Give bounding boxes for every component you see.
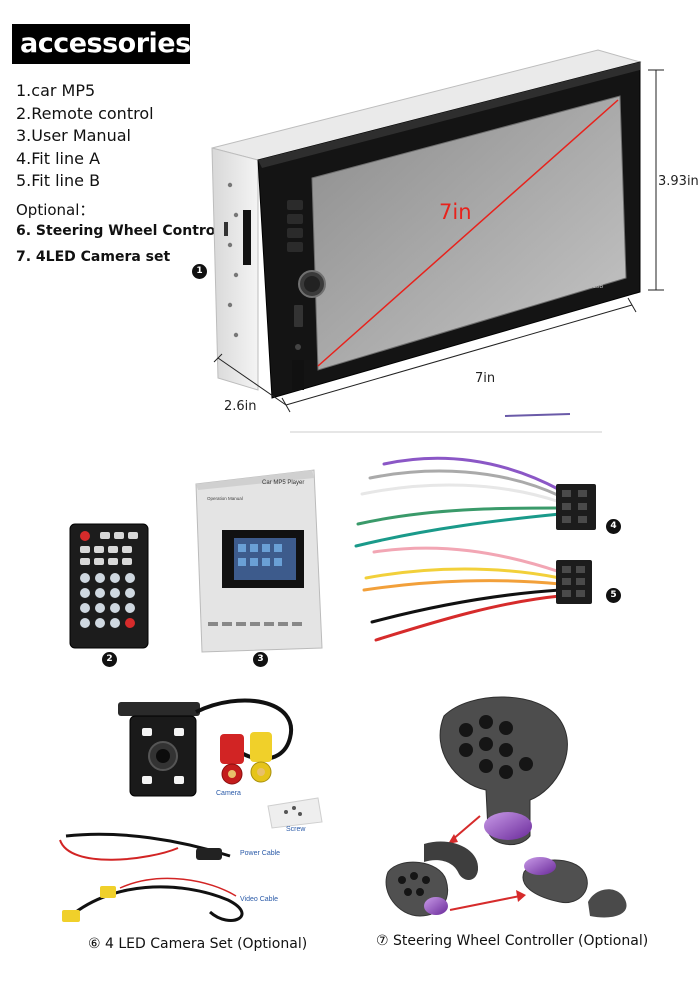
optional-item: 7. 4LED Camera set — [16, 249, 171, 265]
optional-item: 6. Steering Wheel Control — [16, 223, 221, 239]
optional-heading: Optional： — [16, 201, 95, 219]
video-cable-label: Video Cable — [240, 896, 279, 903]
dimension-lines — [213, 69, 664, 433]
steering-controller-caption: ⑦ Steering Wheel Controller (Optional) — [376, 933, 649, 949]
depth-label: 2.6in — [224, 399, 257, 414]
list-item: 2.Remote control — [16, 103, 154, 123]
height-label: 3.93in — [658, 174, 699, 189]
manual-subtitle: Operation Manual — [207, 496, 243, 501]
page-title: accessories — [12, 24, 191, 64]
camera-set-caption: ⑥ 4 LED Camera Set (Optional) — [88, 936, 308, 952]
car-mp5-unit: 7018B — [211, 49, 642, 399]
camera-label: Camera — [216, 790, 241, 797]
fit-line-b — [362, 546, 592, 642]
badge-4: 4 — [606, 519, 621, 534]
list-item: 4.Fit line A — [16, 148, 101, 168]
badge-1: 1 — [192, 264, 207, 279]
list-item: 3.User Manual — [16, 126, 131, 145]
width-label: 7in — [475, 371, 496, 386]
diagonal-size-label: 7in — [439, 200, 472, 224]
contents-list: 1.car MP5 2.Remote control 3.User Manual… — [16, 80, 216, 193]
screw-label: Screw — [286, 826, 306, 833]
power-cable-label: Power Cable — [240, 850, 281, 857]
list-item: 1.car MP5 — [16, 81, 96, 100]
badge-2: 2 — [102, 652, 117, 667]
model-number: 7018B — [586, 284, 603, 290]
badge-5: 5 — [606, 588, 621, 603]
camera-set — [59, 698, 323, 922]
badge-3: 3 — [253, 652, 268, 667]
fit-line-a — [354, 456, 596, 548]
manual-title: Car MP5 Player — [262, 480, 304, 486]
list-item: 5.Fit line B — [16, 171, 101, 190]
user-manual: Car MP5 Player Operation Manual — [195, 469, 323, 653]
remote-control — [69, 523, 149, 649]
steering-wheel-controller — [385, 696, 627, 918]
